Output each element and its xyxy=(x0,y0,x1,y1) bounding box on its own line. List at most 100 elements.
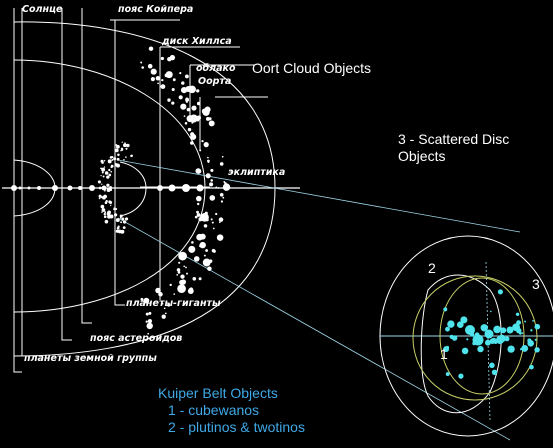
kuiper-dot xyxy=(117,153,120,156)
ecliptic-dot xyxy=(182,184,190,192)
ecliptic-dot xyxy=(27,186,31,190)
oort-cloud-dots xyxy=(140,46,231,335)
kuiper-dot xyxy=(100,167,102,170)
kuiper-dot xyxy=(122,226,126,229)
kuiper-dot xyxy=(108,168,111,172)
oort-dot xyxy=(218,217,224,222)
oort-dot xyxy=(165,71,173,79)
oort-dot xyxy=(178,261,181,264)
kbo-dot xyxy=(458,373,464,379)
kuiper-legend: Kuiper Belt Objects 1 - cubewanos 2 - pl… xyxy=(158,385,305,436)
kuiper-dot xyxy=(120,230,125,234)
kuiper-dot xyxy=(107,210,111,215)
kbo-dot xyxy=(472,334,484,346)
kuiper-dot xyxy=(126,143,130,148)
oort-dot xyxy=(196,89,200,93)
kuiper-dot xyxy=(122,220,127,224)
label-asteroid-belt: пояс астероидов xyxy=(90,333,183,344)
kuiper-dot xyxy=(116,157,120,161)
oort-dot xyxy=(147,63,153,69)
oort-dot xyxy=(147,332,150,335)
oort-dot xyxy=(218,221,221,224)
oort-dot xyxy=(155,76,161,81)
kuiper-dot xyxy=(100,204,105,209)
label-scattered-disc-2: Objects xyxy=(398,148,446,164)
kuiper-dot xyxy=(109,185,112,189)
kuiper-dot xyxy=(115,218,120,223)
oort-dot xyxy=(180,274,185,279)
kuiper-dot xyxy=(124,142,126,144)
oort-dot xyxy=(145,320,148,323)
oort-dot xyxy=(140,297,144,301)
kbo-dot xyxy=(447,320,455,328)
cubewano-circle xyxy=(412,275,538,401)
oort-dot xyxy=(185,97,189,101)
kbo-dot xyxy=(484,339,491,346)
kbo-dot xyxy=(504,336,510,342)
oort-dot xyxy=(167,98,171,102)
oort-dot xyxy=(205,249,209,252)
oort-dot xyxy=(203,224,208,228)
oort-dot xyxy=(179,72,182,75)
kuiper-dot xyxy=(102,175,105,178)
ecliptic-dot xyxy=(89,185,95,191)
label-terrestrial-planets: планеты земной группы xyxy=(24,353,157,364)
kbo-dot xyxy=(445,326,450,332)
kbo-dot xyxy=(445,372,450,377)
oort-dot xyxy=(160,84,166,89)
kuiper-dot xyxy=(106,175,110,179)
kbo-dot xyxy=(460,316,468,324)
kbo-dot xyxy=(524,320,527,323)
kbo-dot xyxy=(443,346,450,353)
kbo-dot xyxy=(507,345,515,353)
oort-dot xyxy=(187,127,192,132)
oort-dot xyxy=(196,115,202,121)
oort-dot xyxy=(178,251,187,261)
oort-dot xyxy=(141,66,144,69)
kuiper-dot xyxy=(123,143,127,148)
oort-dot xyxy=(211,221,214,224)
oort-dot xyxy=(140,61,143,64)
oort-dot xyxy=(196,195,202,202)
kbo-dot xyxy=(466,338,469,341)
oort-dot xyxy=(173,293,176,295)
oort-dot xyxy=(146,322,153,330)
region-number-3: 3 xyxy=(532,276,540,292)
kuiper-dot xyxy=(116,226,120,230)
kbo-dot xyxy=(521,332,524,334)
ecliptic-dot xyxy=(101,185,107,191)
label-hills-disk: диск Хиллса xyxy=(162,36,232,47)
oort-dot xyxy=(187,288,194,295)
oort-dot xyxy=(208,120,215,127)
kuiper-dot xyxy=(100,174,102,177)
oort-dot xyxy=(193,256,200,262)
kuiper-dot xyxy=(115,208,118,210)
kbo-dot xyxy=(516,328,522,334)
ecliptic-dot xyxy=(52,185,58,191)
oort-dot xyxy=(207,161,210,164)
kbo-dot xyxy=(456,321,464,329)
oort-dot xyxy=(204,106,211,113)
oort-dot xyxy=(185,86,192,92)
oort-dot xyxy=(196,101,201,106)
oort-dot xyxy=(210,218,213,221)
ecliptic-dot xyxy=(11,185,17,191)
kuiper-dot xyxy=(104,219,109,224)
kuiper-dot xyxy=(106,183,110,187)
kuiper-dot xyxy=(101,211,103,213)
kbo-dot xyxy=(443,307,448,312)
oort-dot xyxy=(185,266,187,269)
kuiper-dot xyxy=(101,171,104,174)
oort-dot xyxy=(212,227,215,230)
label-giant-planets: планеты-гиганты xyxy=(126,298,221,309)
oort-dot xyxy=(181,81,185,85)
oort-dot xyxy=(150,77,155,82)
oort-dot xyxy=(205,173,211,179)
kbo-dot xyxy=(529,364,534,370)
kbo-dot xyxy=(496,336,504,344)
oort-dot xyxy=(183,265,186,268)
oort-dot xyxy=(183,115,186,117)
ecliptic-dot xyxy=(157,185,163,191)
oort-dot xyxy=(209,182,214,187)
ecliptic-dot xyxy=(37,186,41,190)
